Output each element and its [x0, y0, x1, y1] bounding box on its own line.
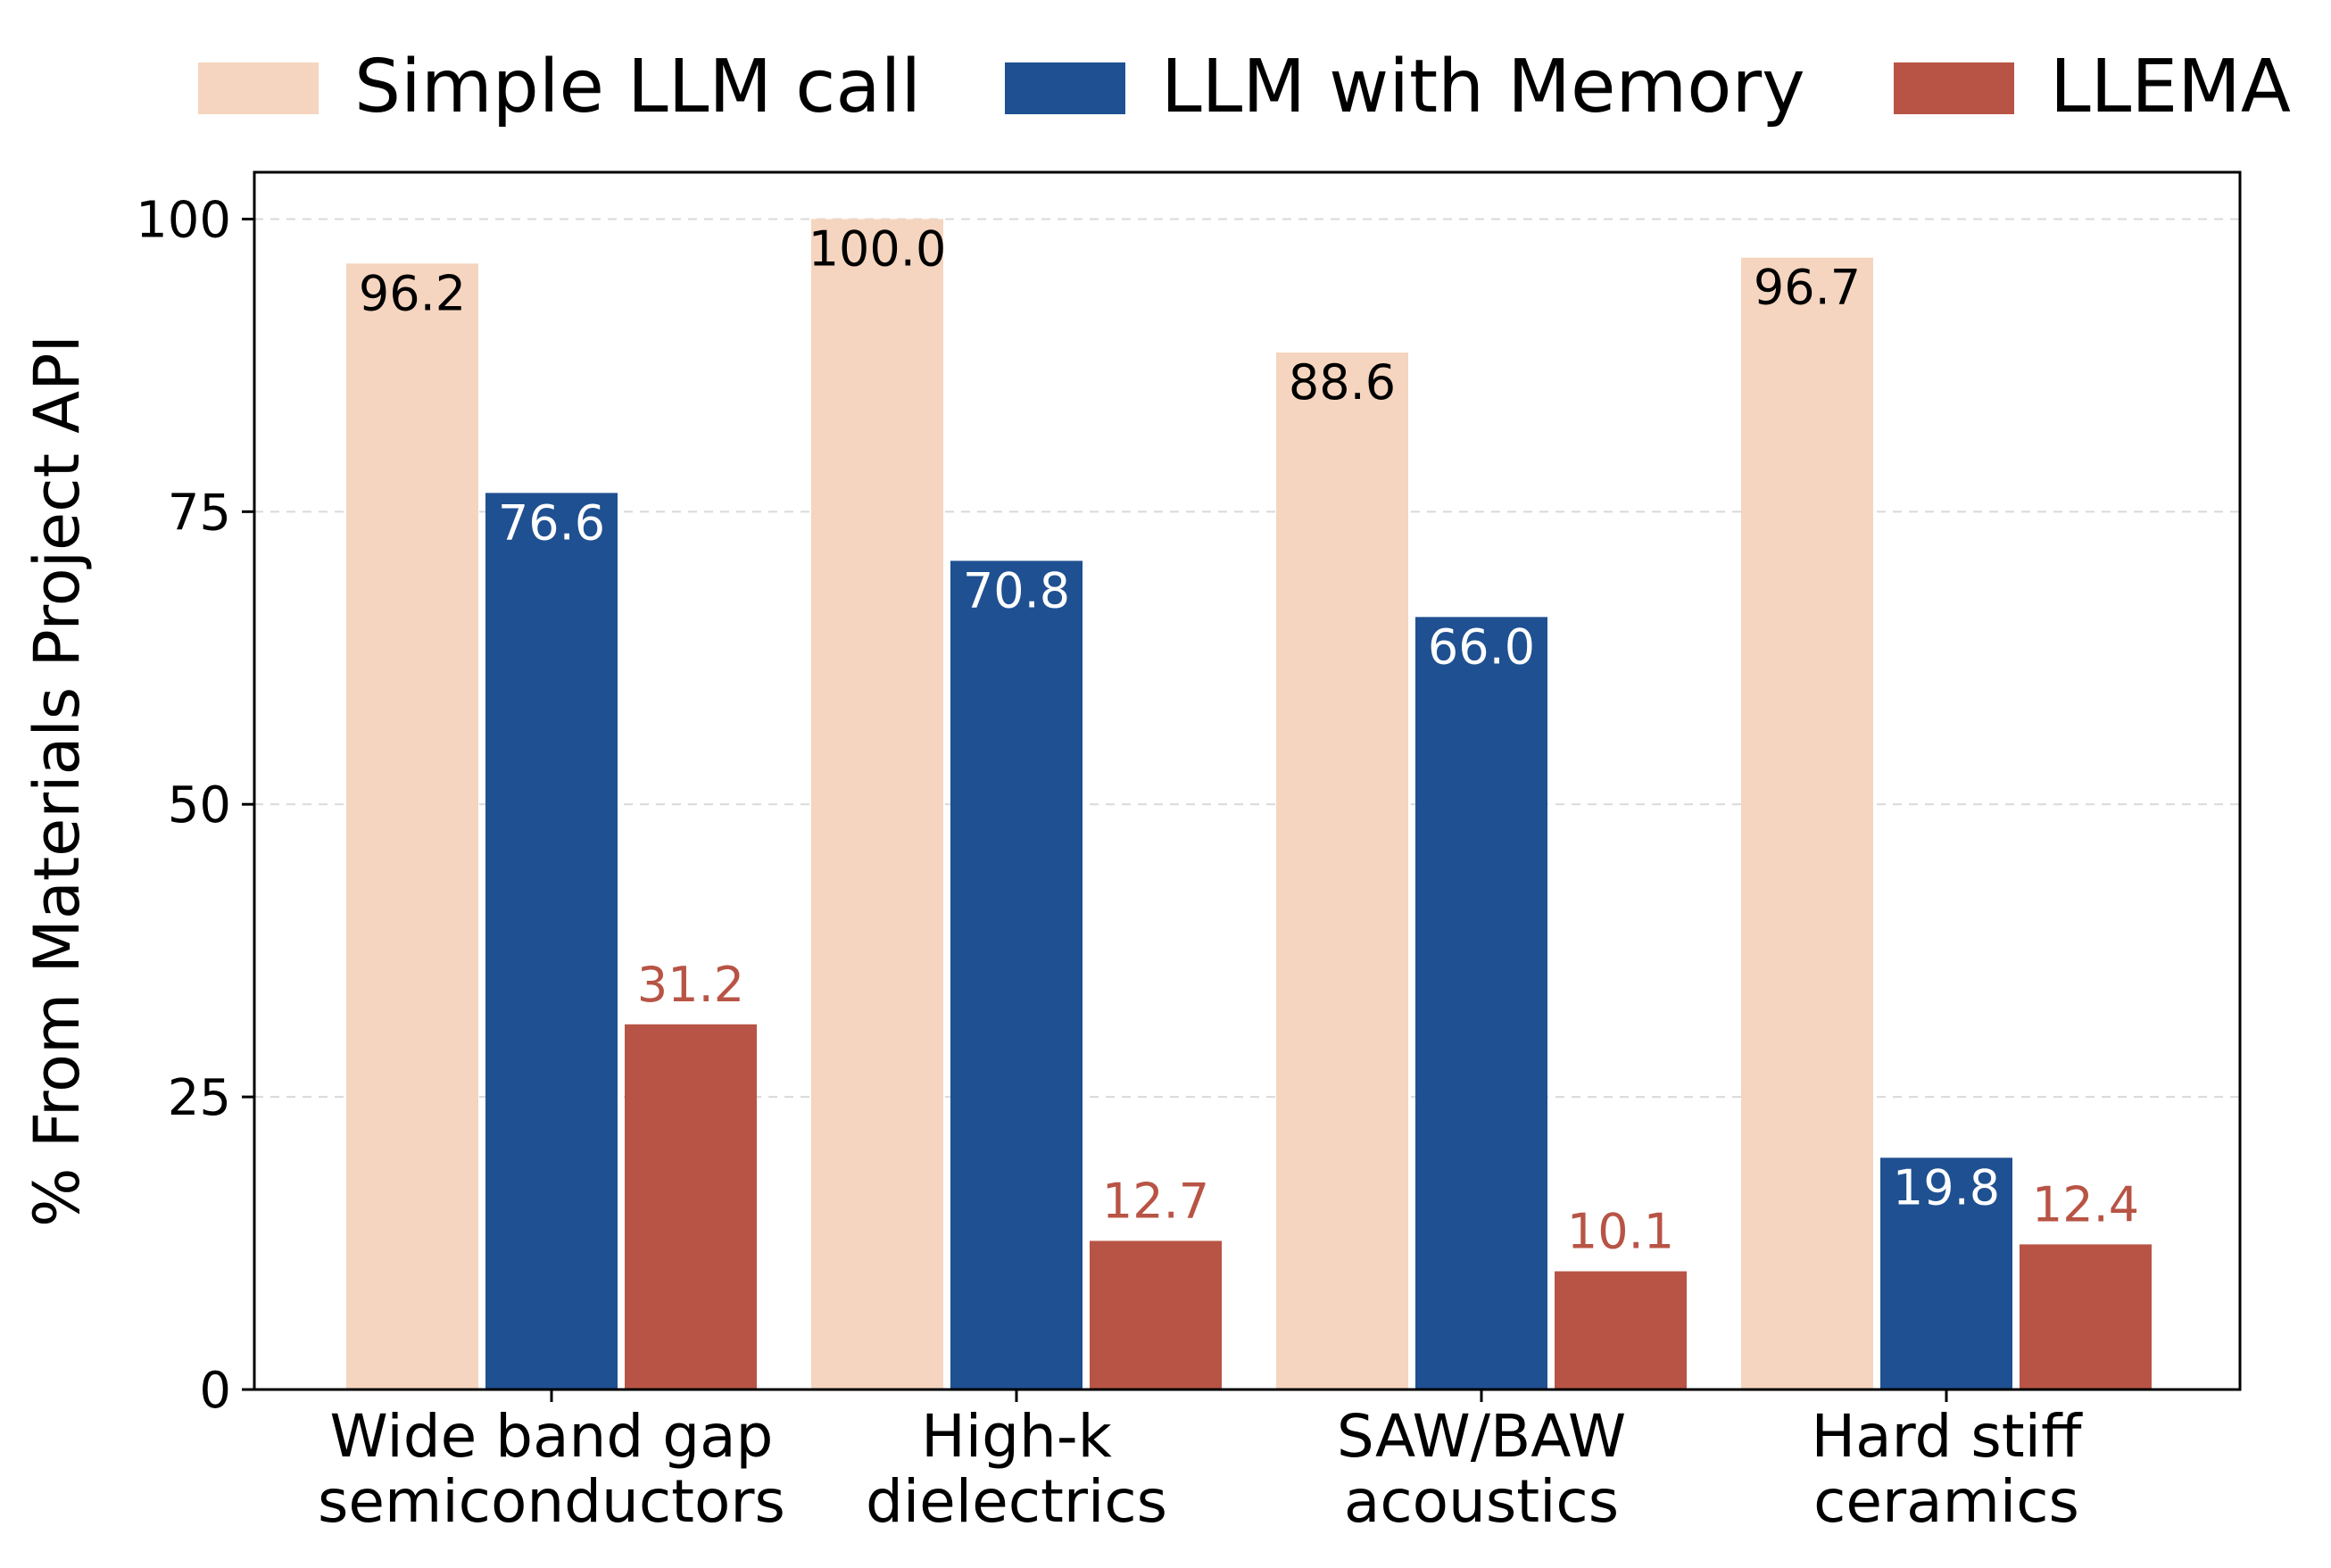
bar-value-label: 96.7 — [1754, 260, 1861, 316]
bar-value-label: 66.0 — [1428, 618, 1535, 675]
x-tick-label: High-k — [921, 1402, 1113, 1471]
bar — [625, 1024, 757, 1390]
bar — [1090, 1240, 1222, 1390]
x-tick-label: dielectrics — [866, 1467, 1167, 1536]
plot-frame — [253, 170, 2242, 1391]
legend: Simple LLM call LLM with Memory LLEMA — [198, 45, 2291, 129]
x-tick-label: Wide band gap — [330, 1402, 774, 1471]
bar — [485, 493, 618, 1390]
y-tick-label: 75 — [168, 484, 231, 542]
legend-label: Simple LLM call — [354, 45, 921, 129]
x-tick-label: SAW/BAW — [1337, 1402, 1626, 1471]
y-axis: 0 25 50 75 100 — [136, 191, 254, 1420]
bar-value-label: 31.2 — [637, 957, 744, 1013]
bar — [1555, 1271, 1687, 1390]
legend-swatch — [1894, 62, 2014, 114]
plot-area: 96.2 100.0 88.6 96.7 76.6 70.8 66.0 19.8 31.2 12.… — [253, 170, 2242, 1391]
legend-label: LLEMA — [2050, 45, 2291, 129]
grid — [254, 218, 2240, 1099]
bar — [811, 219, 943, 1390]
bar-value-label: 12.7 — [1102, 1173, 1209, 1229]
y-tick-label: 0 — [199, 1362, 231, 1420]
bar-value-label: 100.0 — [809, 220, 947, 277]
bar-value-label: 96.2 — [359, 265, 466, 321]
x-tick-label: acoustics — [1344, 1467, 1619, 1536]
x-tick-label: semiconductors — [318, 1467, 785, 1536]
x-tick-label: ceramics — [1813, 1467, 2079, 1536]
bar — [1276, 352, 1408, 1390]
bar-value-label: 76.6 — [498, 494, 605, 551]
bar-value-label: 70.8 — [963, 562, 1070, 618]
bar-value-label: 88.6 — [1289, 354, 1396, 411]
bars — [346, 219, 2152, 1390]
bar — [950, 560, 1083, 1390]
value-labels: 96.2 100.0 88.6 96.7 76.6 70.8 66.0 19.8 31.2 12.… — [359, 220, 2139, 1259]
y-tick-label: 50 — [168, 776, 231, 834]
bar — [1880, 1157, 2012, 1390]
bar-value-label: 10.1 — [1567, 1204, 1674, 1260]
bar — [1415, 617, 1547, 1390]
bar-value-label: 19.8 — [1893, 1159, 2000, 1215]
x-tick-label: Hard stiff — [1812, 1402, 2084, 1471]
y-tick-label: 100 — [136, 191, 231, 249]
y-tick-label: 25 — [168, 1069, 231, 1127]
bar — [1741, 257, 1873, 1390]
legend-swatch — [1005, 62, 1125, 114]
bar — [2020, 1244, 2152, 1390]
bar-value-label: 12.4 — [2032, 1176, 2139, 1232]
y-axis-label: % From Materials Project API — [21, 335, 94, 1227]
legend-label: LLM with Memory — [1161, 45, 1805, 129]
legend-swatch — [198, 62, 319, 114]
bar — [346, 263, 478, 1390]
